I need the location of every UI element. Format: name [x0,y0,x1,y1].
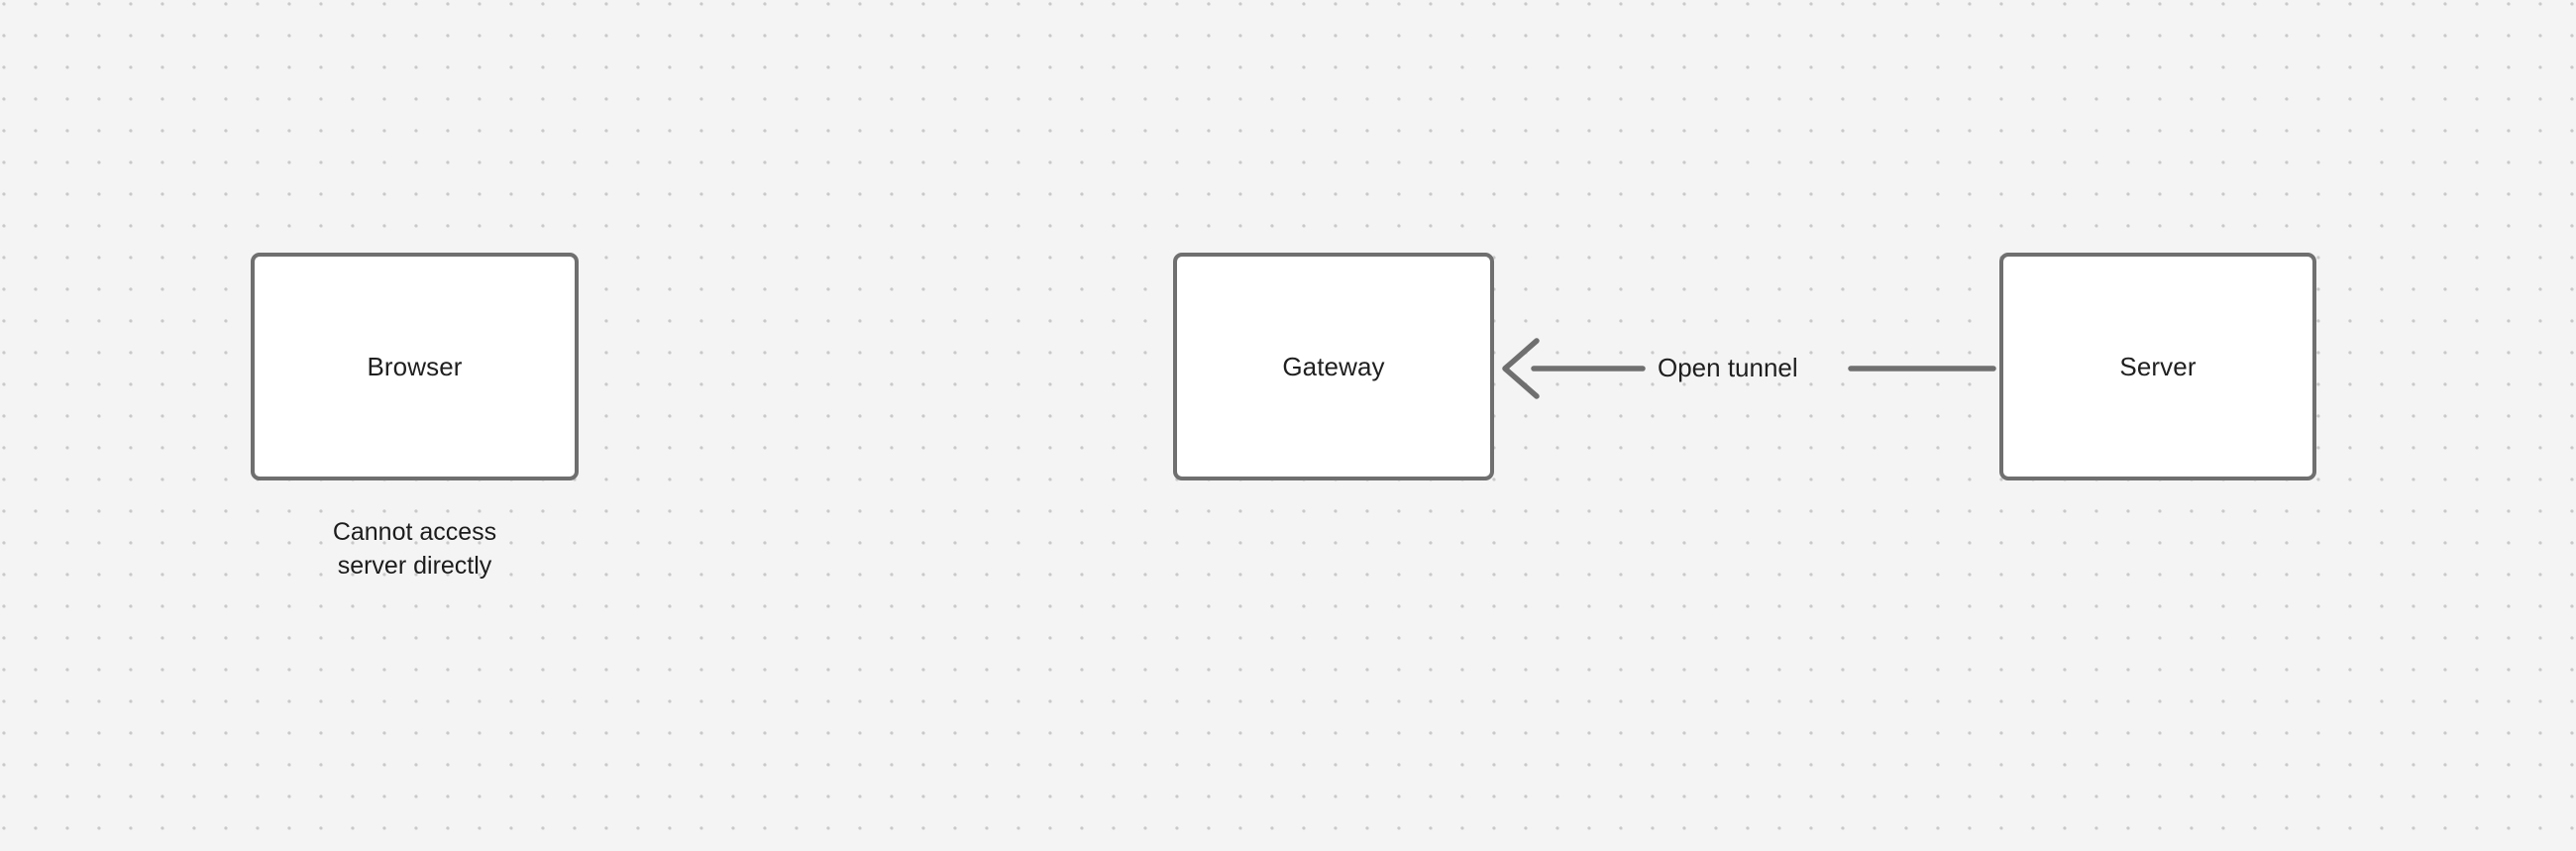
node-browser-caption: Cannot access server directly [332,518,497,580]
node-server[interactable]: Server [1999,253,2316,480]
edge-tunnel-arrowhead-icon [1502,338,1540,399]
node-browser[interactable]: Browser [251,253,579,480]
node-gateway-label: Gateway [1282,352,1385,381]
edge-tunnel[interactable] [1502,338,1996,399]
edge-label-open-tunnel: Open tunnel [1658,353,1798,382]
node-server-label: Server [2119,352,2197,381]
node-gateway[interactable]: Gateway [1173,253,1494,480]
node-browser-label: Browser [367,352,463,381]
